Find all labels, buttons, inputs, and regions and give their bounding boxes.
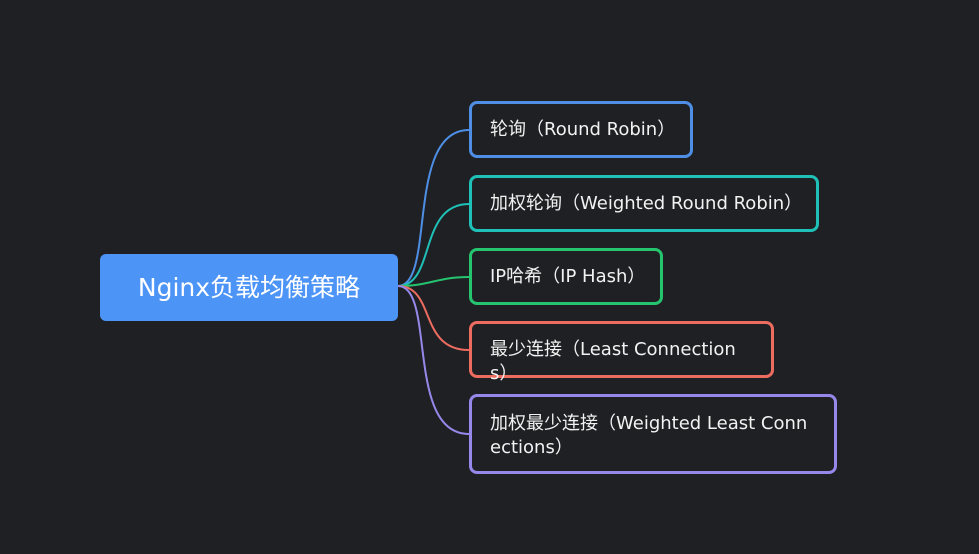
branch-node-round-robin[interactable]: 轮询（Round Robin） — [469, 101, 693, 158]
root-node-label: Nginx负载均衡策略 — [137, 272, 361, 302]
branch-node-label: IP哈希（IP Hash） — [490, 266, 646, 287]
branch-node-weighted-round-robin[interactable]: 加权轮询（Weighted Round Robin） — [469, 175, 819, 232]
root-node[interactable]: Nginx负载均衡策略 — [100, 254, 398, 321]
connector-round-robin — [397, 129, 470, 287]
connector-weighted-round-robin — [397, 203, 470, 287]
connector-least-connections — [397, 285, 470, 351]
branch-node-label: 加权最少连接（Weighted Least Connections） — [490, 413, 808, 458]
branch-node-weighted-least-connections[interactable]: 加权最少连接（Weighted Least Connections） — [469, 394, 837, 474]
branch-node-label: 最少连接（Least Connections） — [490, 339, 736, 384]
connector-weighted-least-connections — [397, 285, 470, 435]
connector-ip-hash — [397, 276, 470, 287]
branch-node-ip-hash[interactable]: IP哈希（IP Hash） — [469, 248, 663, 305]
branch-node-label: 加权轮询（Weighted Round Robin） — [490, 193, 803, 214]
branch-node-label: 轮询（Round Robin） — [490, 119, 676, 140]
branch-node-least-connections[interactable]: 最少连接（Least Connections） — [469, 321, 774, 384]
